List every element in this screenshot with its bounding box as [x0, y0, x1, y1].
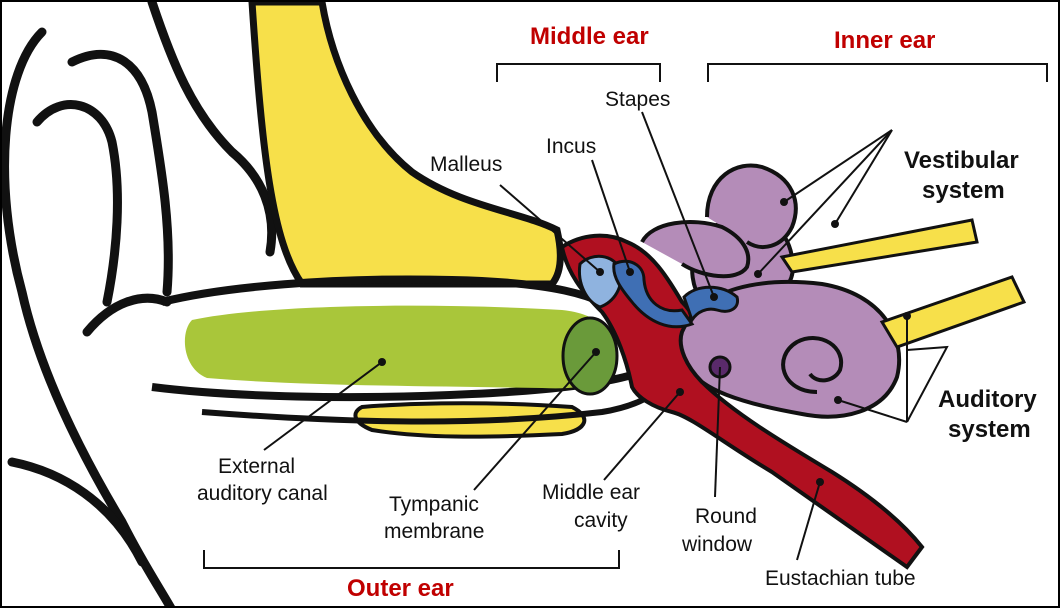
incus-label: Incus	[546, 134, 596, 159]
inner-ear-heading: Inner ear	[834, 28, 935, 53]
external-auditory-canal	[185, 306, 618, 389]
vestibular-label-line2: system	[922, 176, 1005, 206]
tympanic-label-line1: Tympanic	[389, 492, 479, 517]
eustachian-tube-label: Eustachian tube	[765, 566, 916, 591]
malleus-label: Malleus	[430, 152, 502, 177]
middle-ear-heading: Middle ear	[530, 24, 649, 49]
cochlear-nerve	[882, 277, 1024, 347]
external-canal-label-line1: External	[218, 454, 295, 479]
auditory-label-line2: system	[948, 415, 1031, 445]
auditory-label-line1: Auditory	[938, 385, 1037, 415]
vestibular-nerve	[782, 220, 977, 272]
round-window-label-line2: window	[682, 532, 752, 557]
outer-ear-heading: Outer ear	[347, 576, 454, 601]
middle-cavity-label-line2: cavity	[574, 508, 628, 533]
round-window-label-line1: Round	[695, 504, 757, 529]
tympanic-label-line2: membrane	[384, 519, 484, 544]
pinna	[5, 2, 272, 608]
vestibular-label-line1: Vestibular	[904, 146, 1019, 176]
external-canal-label-line2: auditory canal	[197, 481, 328, 506]
middle-cavity-label-line1: Middle ear	[542, 480, 640, 505]
temporal-bone-upper	[252, 2, 560, 284]
stapes-label: Stapes	[605, 87, 670, 112]
tympanic-membrane	[563, 318, 617, 394]
